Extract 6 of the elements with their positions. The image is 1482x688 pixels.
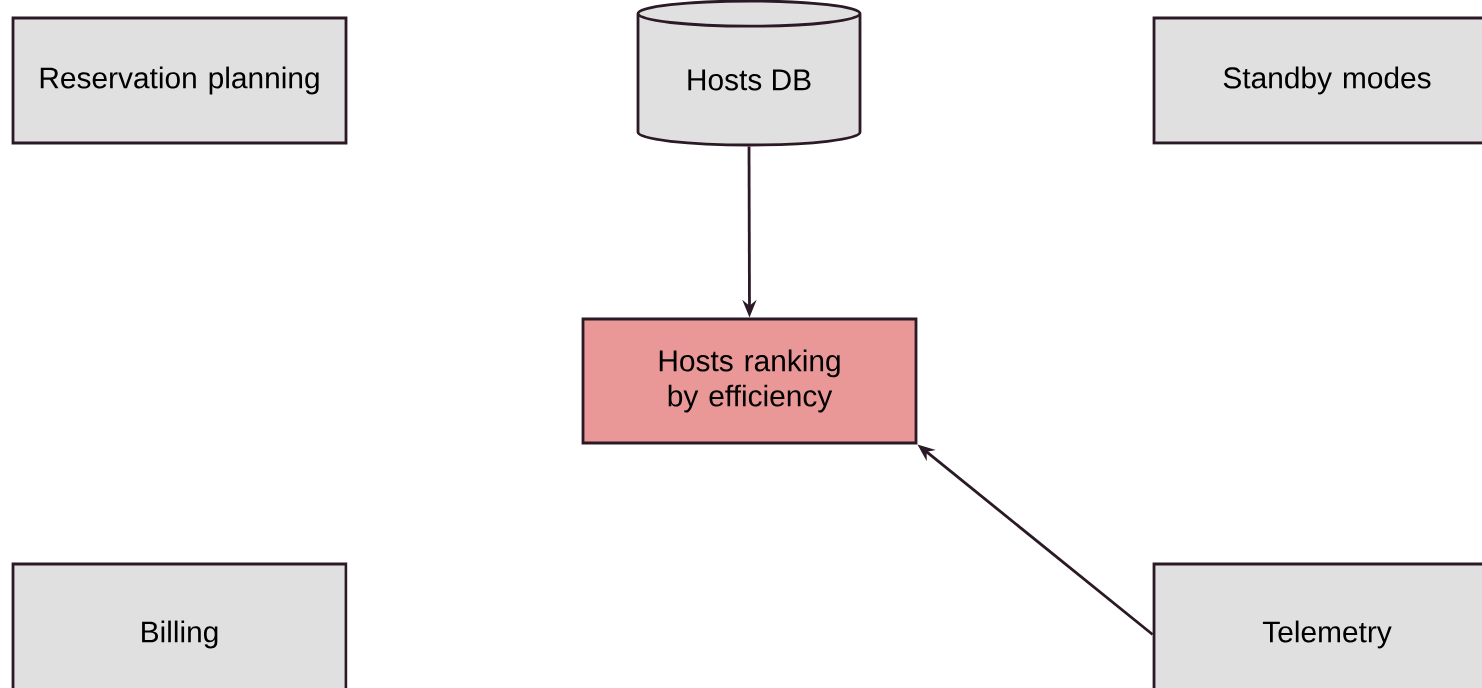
process-box: Billing xyxy=(11,562,348,688)
process-box: Standby modes xyxy=(1152,16,1482,145)
database-cylinder: Hosts DB xyxy=(636,0,862,147)
process-box: Hosts ranking by efficiency xyxy=(581,317,918,445)
process-box: Telemetry xyxy=(1152,562,1482,688)
process-box: Reservation planning xyxy=(11,16,348,145)
